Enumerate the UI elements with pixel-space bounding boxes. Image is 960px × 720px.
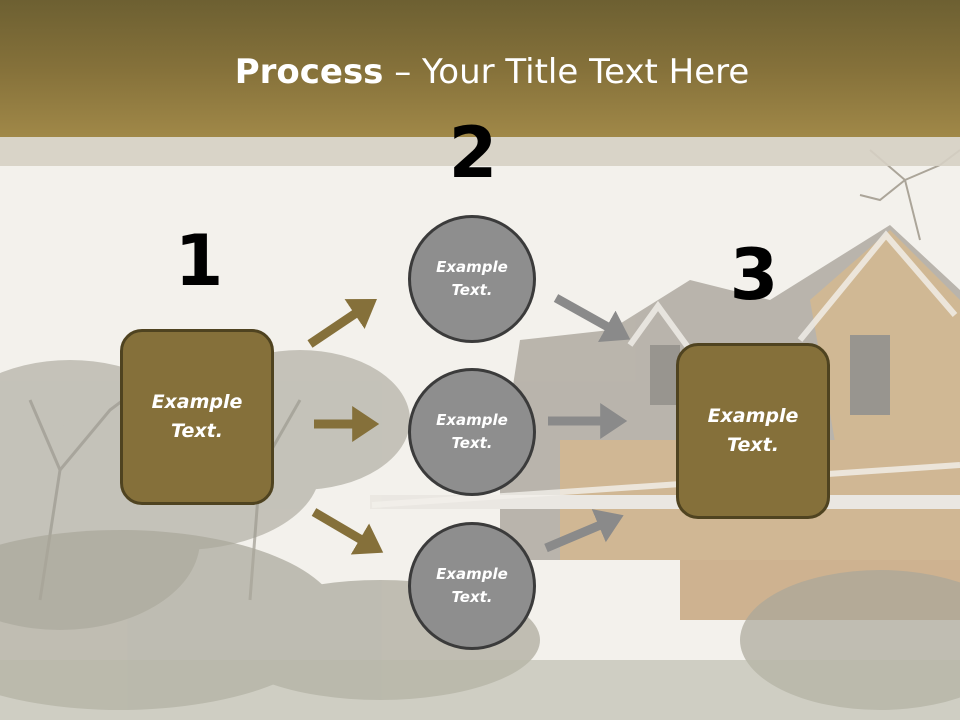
arrow-1-to-bottom — [311, 508, 384, 555]
header-band — [0, 0, 960, 137]
title-rest: – Your Title Text Here — [383, 52, 750, 92]
arrow-top-to-3 — [553, 294, 631, 343]
step-2-circle-middle: Example Text. — [408, 368, 536, 496]
step-number-2: 2 — [448, 112, 498, 194]
arrow-1-to-top — [307, 298, 377, 348]
step-2-circle-bottom: Example Text. — [408, 522, 536, 650]
title-bold: Process — [234, 52, 384, 92]
slide-title: Process – Your Title Text Here — [0, 52, 960, 92]
step-1-box: Example Text. — [120, 329, 274, 505]
sub-band — [0, 137, 960, 166]
step-3-box: Example Text. — [676, 343, 830, 519]
step-number-3: 3 — [729, 234, 779, 316]
step-number-1: 1 — [174, 220, 224, 302]
arrow-bottom-to-3 — [544, 509, 624, 553]
step-2-circle-top: Example Text. — [408, 215, 536, 343]
